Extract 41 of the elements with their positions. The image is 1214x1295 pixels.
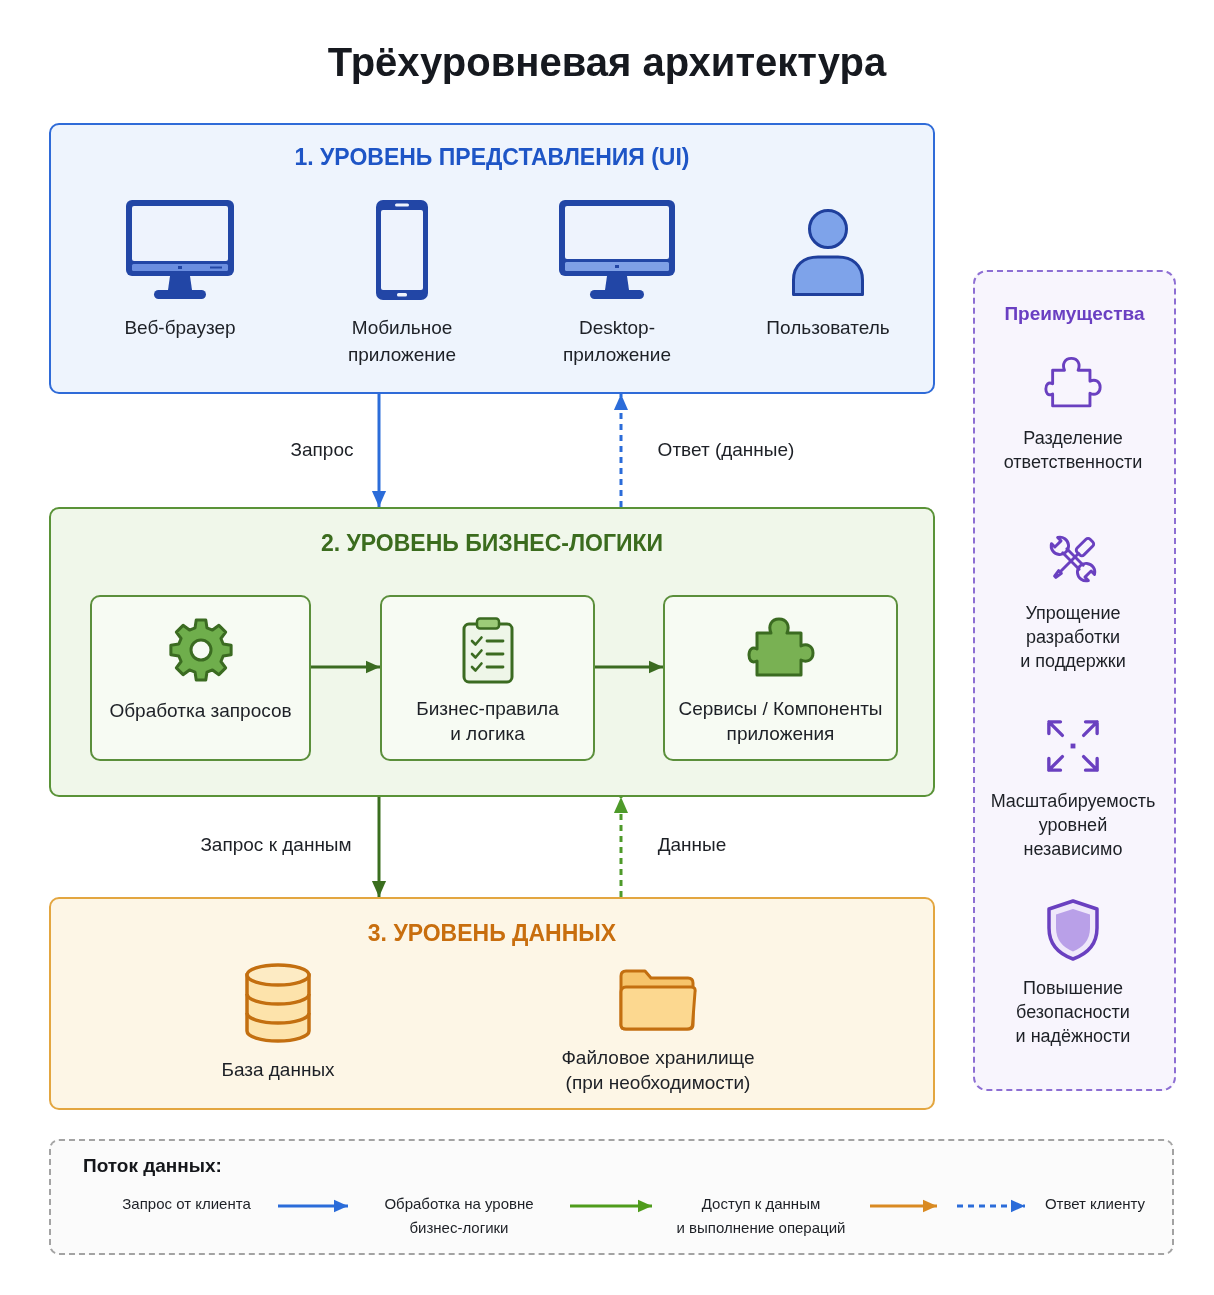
tier-panel xyxy=(49,123,935,394)
process-box xyxy=(90,595,311,761)
tier-panel xyxy=(49,507,935,797)
arrow xyxy=(371,797,387,897)
dashed-arrow xyxy=(613,797,629,897)
arrow xyxy=(870,1199,937,1213)
arrow xyxy=(278,1199,348,1213)
process-label: Сервисы / Компоненты приложения xyxy=(678,697,883,746)
dashed-arrow xyxy=(613,394,629,507)
arrow xyxy=(371,394,387,507)
flow-step-label: Ответ клиенту xyxy=(1044,1194,1146,1214)
benefit-label: Упрощение разработки и поддержки xyxy=(1020,602,1126,673)
panel-heading: 3. УРОВЕНЬ ДАННЫХ xyxy=(367,918,617,948)
benefit-label: Разделение ответственности xyxy=(1003,427,1143,474)
panel-heading: 2. УРОВЕНЬ БИЗНЕС-ЛОГИКИ xyxy=(320,528,664,558)
flow-panel xyxy=(49,1139,1174,1255)
arrow xyxy=(311,660,380,674)
panel-heading: Поток данных: xyxy=(83,1154,222,1178)
icon-caption: Веб-браузер xyxy=(124,316,236,340)
icon-caption: Пользователь xyxy=(766,316,890,340)
sidebar-panel xyxy=(973,270,1176,1091)
benefit-label: Повышение безопасности и надёжности xyxy=(1015,977,1131,1048)
dashed-arrow xyxy=(957,1199,1025,1213)
panel-heading: 1. УРОВЕНЬ ПРЕДСТАВЛЕНИЯ (UI) xyxy=(294,142,690,172)
arrow xyxy=(570,1199,652,1213)
panel-heading: Преимущества xyxy=(1004,302,1145,326)
diagram-title: Трёхуровневая архитектура xyxy=(327,39,887,86)
flow-step-label: Запрос от клиента xyxy=(122,1194,251,1214)
icon-caption: Desktop-приложение xyxy=(561,316,673,367)
process-label: Обработка запросов xyxy=(109,699,292,723)
tier-panel xyxy=(49,897,935,1110)
flow-step-label: Доступ к данным и выполнение операций xyxy=(676,1194,846,1238)
process-box xyxy=(380,595,595,761)
arrow xyxy=(595,660,663,674)
flow-step-label: Обработка на уровне бизнес-логики xyxy=(384,1194,534,1238)
icon-caption: Файловое хранилище (при необходимости) xyxy=(561,1046,755,1095)
process-label: Бизнес-правила и логика xyxy=(416,697,559,746)
benefit-label: Масштабируемость уровней независимо xyxy=(990,790,1156,861)
process-box xyxy=(663,595,898,761)
icon-caption: Мобильное приложение xyxy=(347,316,457,367)
icon-caption: База данных xyxy=(221,1058,335,1082)
